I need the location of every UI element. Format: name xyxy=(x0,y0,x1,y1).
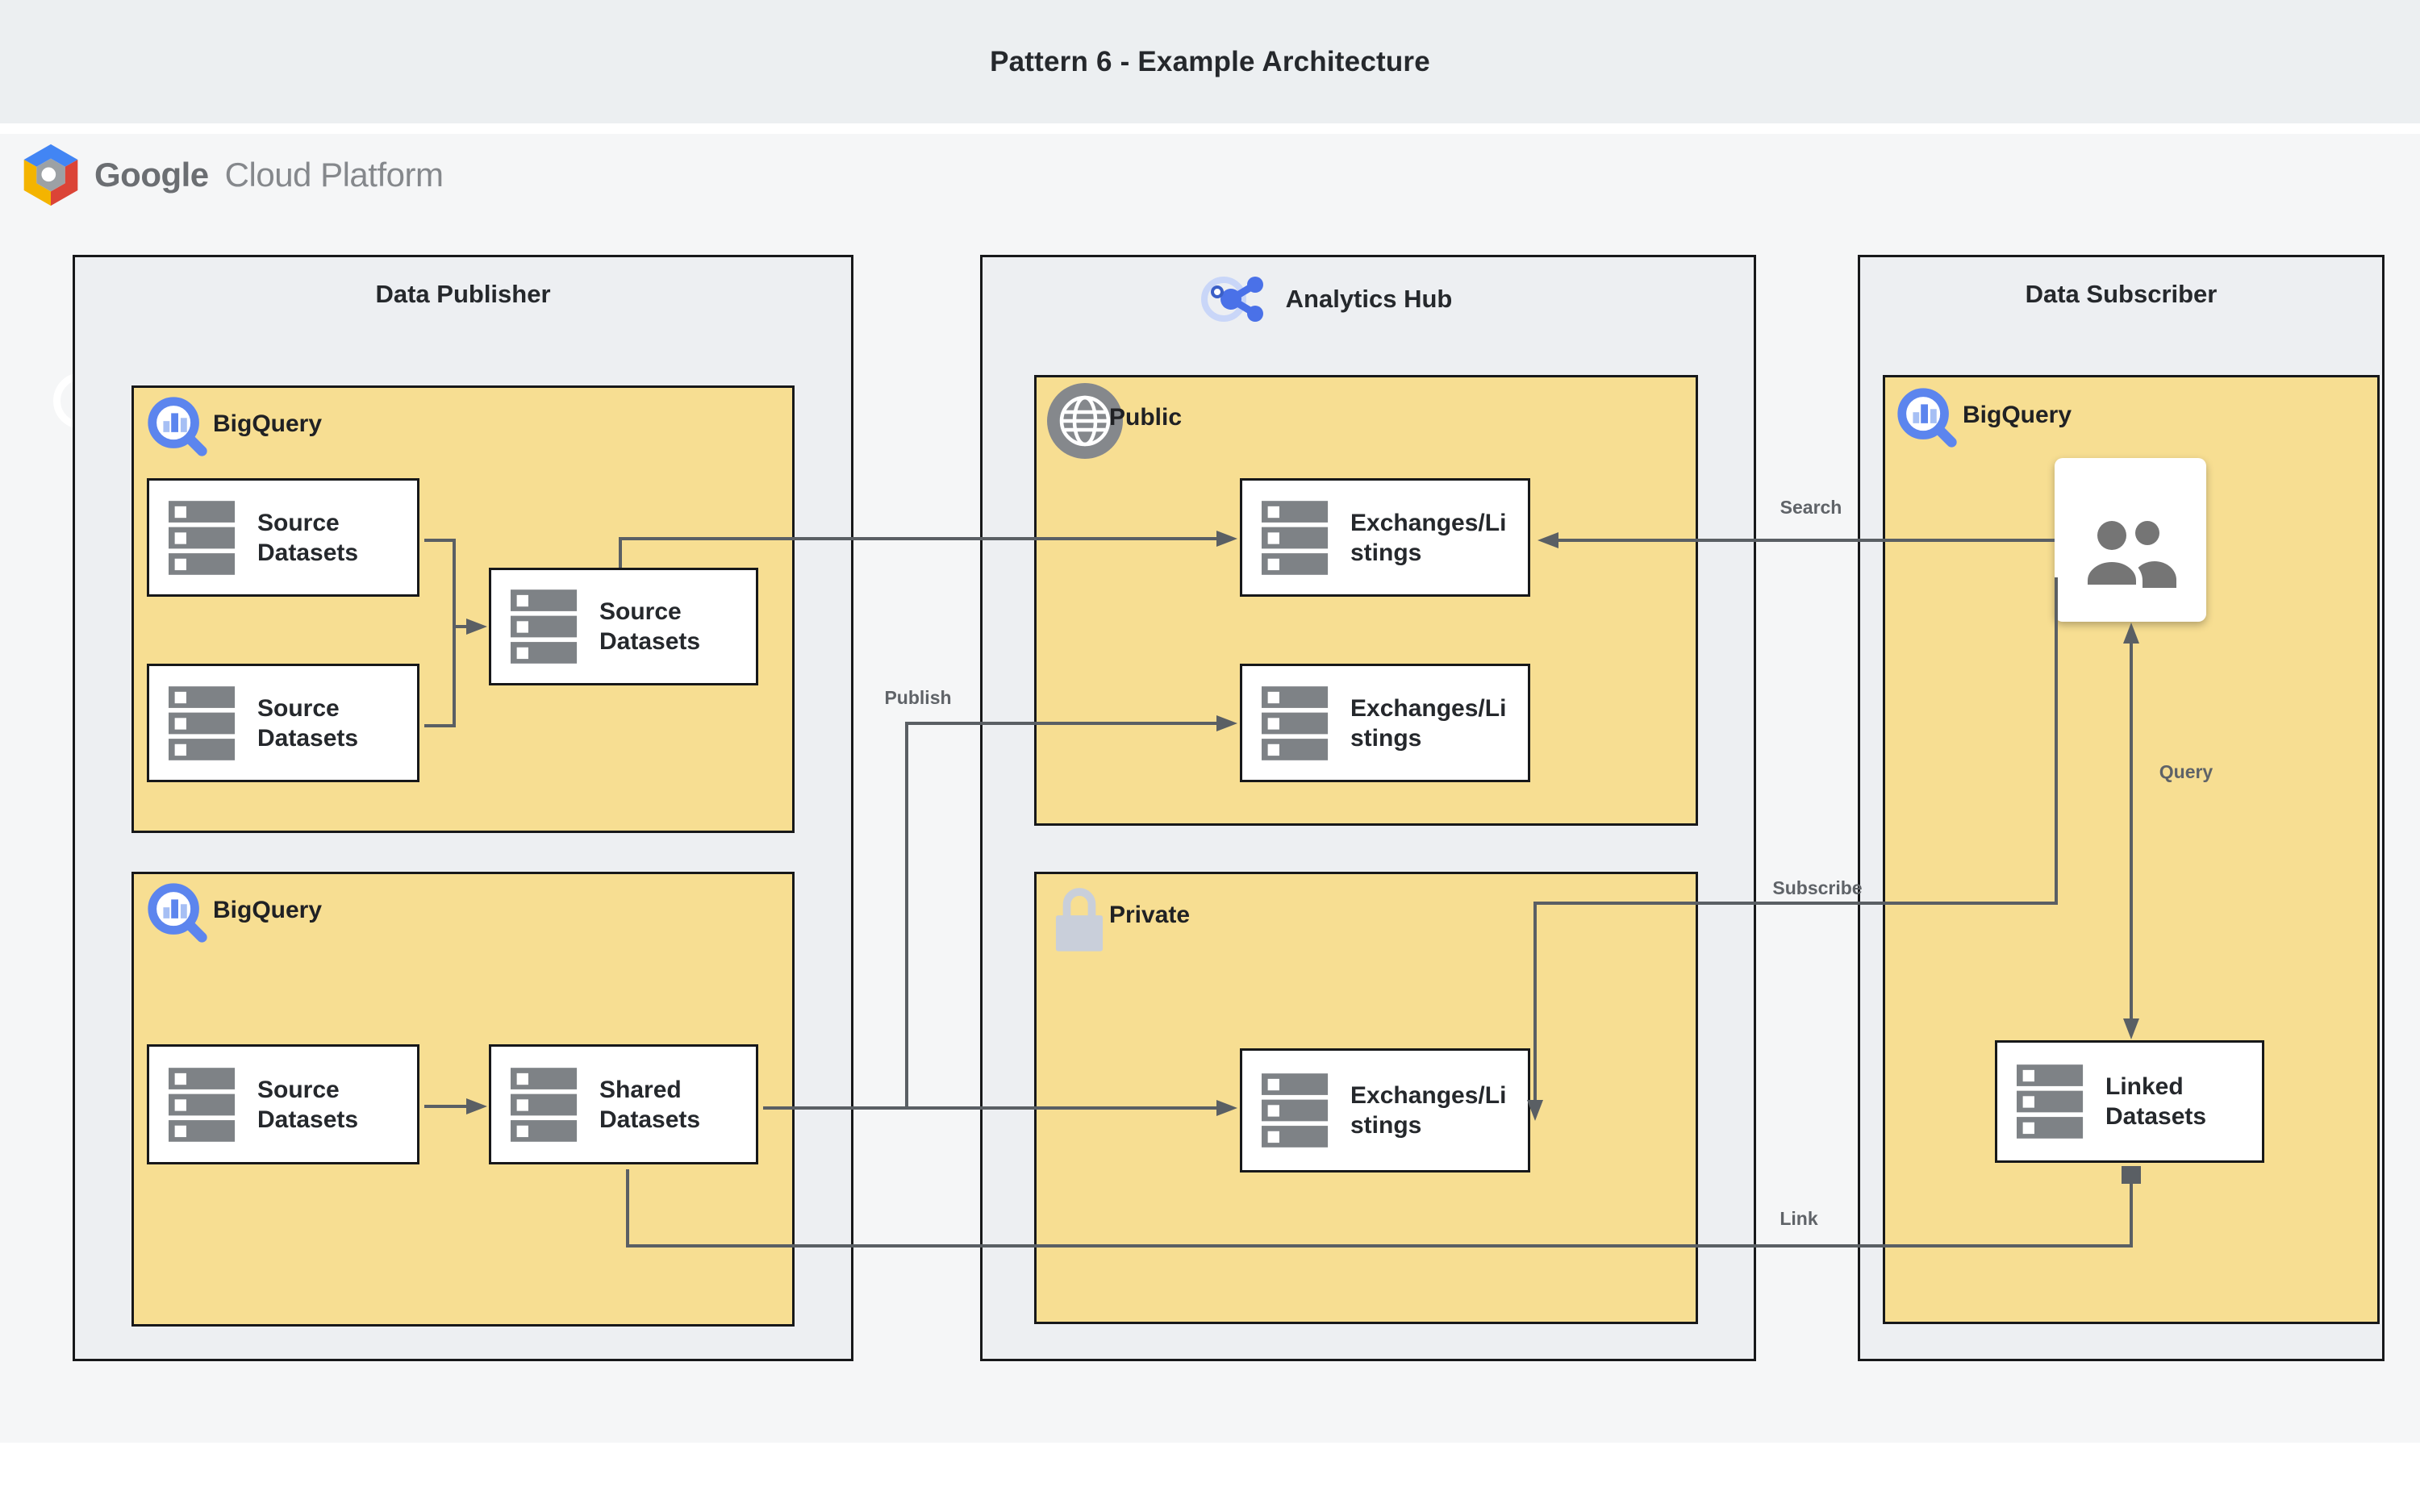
exchanges-listings-node-2: Exchanges/Listings xyxy=(1240,664,1530,782)
page-title: Pattern 6 - Example Architecture xyxy=(990,45,1430,77)
datasets-icon xyxy=(169,1067,236,1142)
gcp-hexagon-icon xyxy=(23,144,78,206)
bigquery-icon xyxy=(144,879,213,948)
bigquery-label: BigQuery xyxy=(1963,402,2072,428)
bigquery-label: BigQuery xyxy=(213,410,323,437)
analytics-hub-title: Analytics Hub xyxy=(1285,285,1453,313)
datasets-icon xyxy=(1262,500,1329,575)
query-edge-label: Query xyxy=(2159,761,2213,782)
lock-icon xyxy=(1054,881,1104,953)
node-label: Linked Datasets xyxy=(2105,1073,2207,1130)
data-subscriber-users-card xyxy=(2055,458,2206,622)
source-datasets-node-4: Source Datasets xyxy=(147,1044,419,1164)
people-icon xyxy=(2080,517,2181,598)
logo-suffix-text: Cloud Platform xyxy=(224,156,444,194)
search-edge-label: Search xyxy=(1780,497,1842,518)
bottom-strip xyxy=(0,1443,2420,1512)
datasets-icon xyxy=(1262,1073,1329,1148)
node-label: Exchanges/Listings xyxy=(1350,694,1507,752)
source-datasets-node-3: Source Datasets xyxy=(489,568,758,685)
shared-datasets-node: Shared Datasets xyxy=(489,1044,758,1164)
node-label: Shared Datasets xyxy=(599,1076,701,1133)
source-datasets-node-2: Source Datasets xyxy=(147,664,419,782)
datasets-icon xyxy=(2017,1064,2084,1139)
node-label: Exchanges/Listings xyxy=(1350,1082,1507,1139)
linked-datasets-node: Linked Datasets xyxy=(1995,1040,2264,1163)
node-label: Source Datasets xyxy=(257,509,359,566)
title-bar: Pattern 6 - Example Architecture xyxy=(0,0,2420,123)
bigquery-icon xyxy=(144,393,213,462)
bigquery-label: BigQuery xyxy=(213,897,323,923)
public-label: Public xyxy=(1109,404,1183,431)
exchanges-listings-node-1: Exchanges/Listings xyxy=(1240,478,1530,597)
node-label: Exchanges/Listings xyxy=(1350,509,1507,566)
bigquery-icon xyxy=(1893,384,1963,453)
datasets-icon xyxy=(1262,685,1329,760)
exchanges-listings-node-3: Exchanges/Listings xyxy=(1240,1048,1530,1173)
logo-brand-text: Google xyxy=(94,156,209,194)
publish-edge-label: Publish xyxy=(884,687,952,708)
globe-icon xyxy=(1046,382,1124,460)
node-label: Source Datasets xyxy=(257,1076,359,1133)
link-edge-label: Link xyxy=(1780,1208,1818,1229)
analytics-hub-icon xyxy=(1195,270,1270,328)
gcp-logo: Google Cloud Platform xyxy=(23,144,444,206)
source-datasets-node-1: Source Datasets xyxy=(147,478,419,597)
private-label: Private xyxy=(1109,902,1191,928)
node-label: Source Datasets xyxy=(257,694,359,752)
subscribe-edge-label: Subscribe xyxy=(1772,877,1863,898)
divider-strip xyxy=(0,123,2420,134)
datasets-icon xyxy=(169,500,236,575)
data-publisher-title: Data Publisher xyxy=(375,280,551,308)
datasets-icon xyxy=(511,1067,578,1142)
data-subscriber-title: Data Subscriber xyxy=(2025,280,2218,308)
datasets-icon xyxy=(169,685,236,760)
node-label: Source Datasets xyxy=(599,598,701,655)
datasets-icon xyxy=(511,589,578,664)
